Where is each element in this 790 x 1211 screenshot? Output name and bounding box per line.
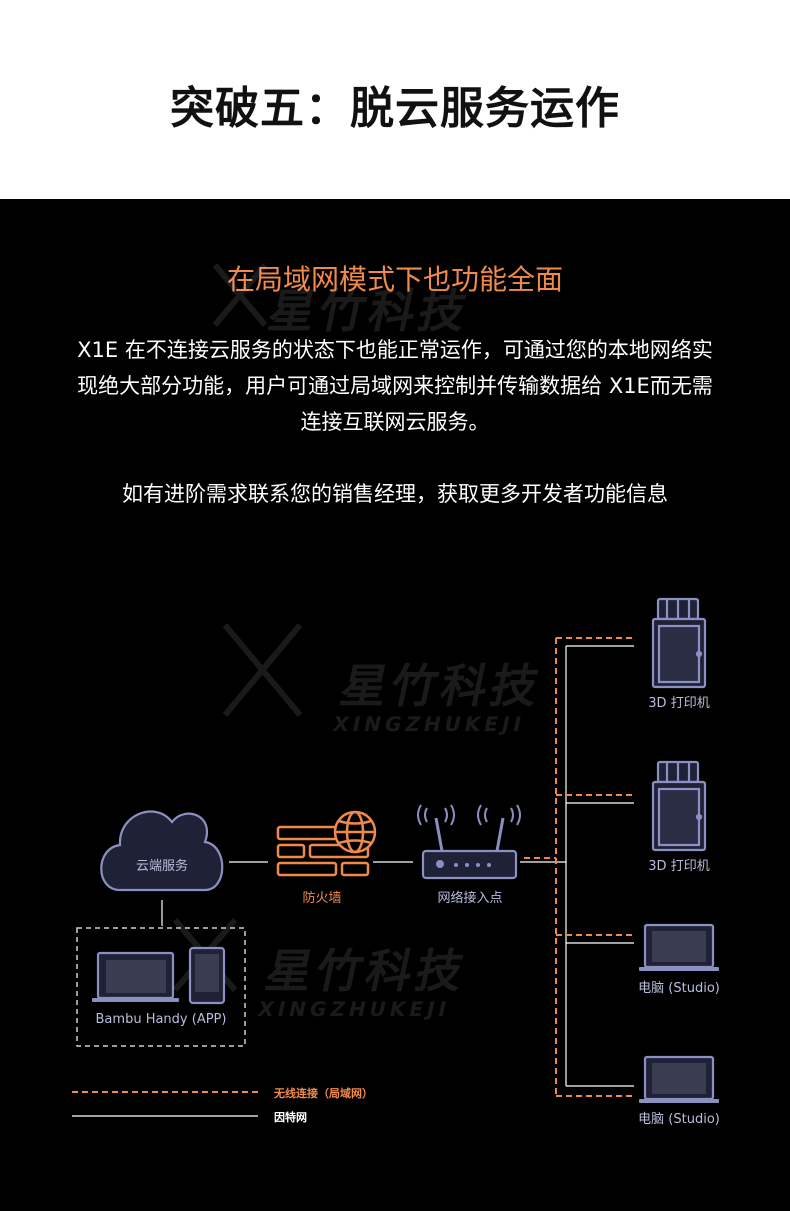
device-label: 3D 打印机 — [648, 859, 710, 874]
body-line: X1E 在不连接云服务的状态下也能正常运作，可通过您的本地网络实 — [77, 338, 713, 362]
page-title: 突破五：脱云服务运作 — [170, 83, 620, 134]
body-line: 现绝大部分功能，用户可通过局域网来控制并传输数据给 X1E而无需 — [77, 374, 713, 398]
wireless-lines — [524, 637, 634, 1097]
dark-section — [0, 199, 790, 1211]
section-subtitle: 在局域网模式下也功能全面 — [226, 263, 563, 296]
device-label: 电脑 (Studio) — [638, 981, 720, 996]
app-label: Bambu Handy (APP) — [95, 1012, 227, 1027]
router-label: 网络接入点 — [437, 891, 503, 906]
cloud-label: 云端服务 — [135, 859, 188, 874]
cloud-icon — [100, 810, 224, 892]
legend-internet-label: 因特网 — [274, 1111, 307, 1124]
section-body: X1E 在不连接云服务的状态下也能正常运作，可通过您的本地网络实 现绝大部分功能… — [30, 332, 760, 440]
laptop-icon — [639, 1055, 719, 1103]
internet-lines — [161, 645, 634, 1087]
app-group-frame — [76, 927, 246, 1047]
firewall-label: 防火墙 — [302, 891, 342, 906]
laptop-icon — [639, 923, 719, 971]
firewall-icon — [276, 810, 377, 877]
device-label: 电脑 (Studio) — [638, 1112, 720, 1127]
body-line: 连接互联网云服务。 — [300, 410, 490, 434]
device-label: 3D 打印机 — [648, 696, 710, 711]
header-band: 突破五：脱云服务运作 — [0, 0, 790, 199]
developer-note: 如有进阶需求联系您的销售经理，获取更多开发者功能信息 — [122, 482, 668, 506]
printer-icon — [651, 760, 707, 852]
printer-icon — [651, 597, 707, 689]
laptop-icon — [92, 951, 179, 1002]
tablet-icon — [188, 946, 226, 1005]
legend-wireless-label: 无线连接（局域网） — [274, 1087, 373, 1100]
router-icon — [417, 804, 521, 880]
